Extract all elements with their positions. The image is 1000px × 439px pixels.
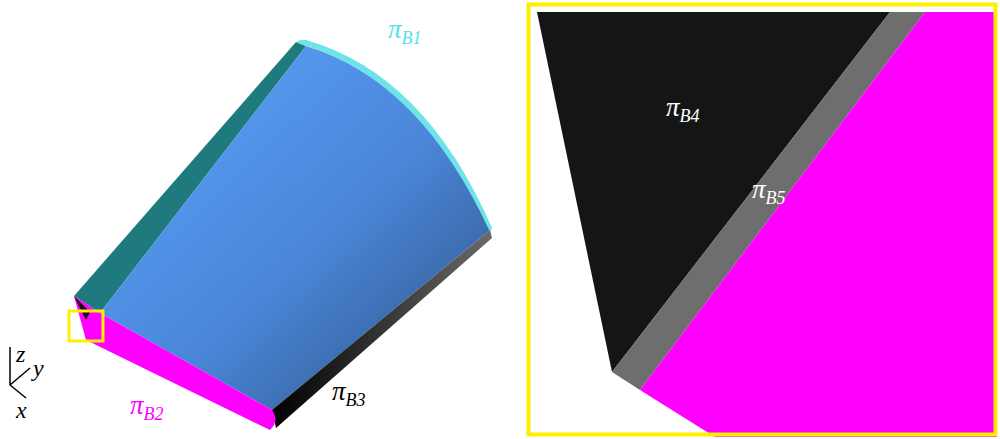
axis-label: y: [33, 356, 44, 380]
dark-face: [272, 230, 492, 428]
face-label: πB2: [130, 392, 164, 423]
face-label: πB5: [752, 176, 786, 207]
face-label: πB3: [332, 378, 366, 409]
axis-label: z: [16, 342, 25, 366]
face-b2-zoom: [640, 12, 997, 437]
face-label: πB1: [388, 16, 422, 47]
corner-face: [74, 296, 90, 320]
face-label: πB4: [666, 94, 700, 125]
zoom-box: [69, 311, 103, 341]
axis-label: x: [16, 398, 27, 422]
top-face: [296, 40, 492, 232]
zoom-frame: [529, 5, 996, 435]
